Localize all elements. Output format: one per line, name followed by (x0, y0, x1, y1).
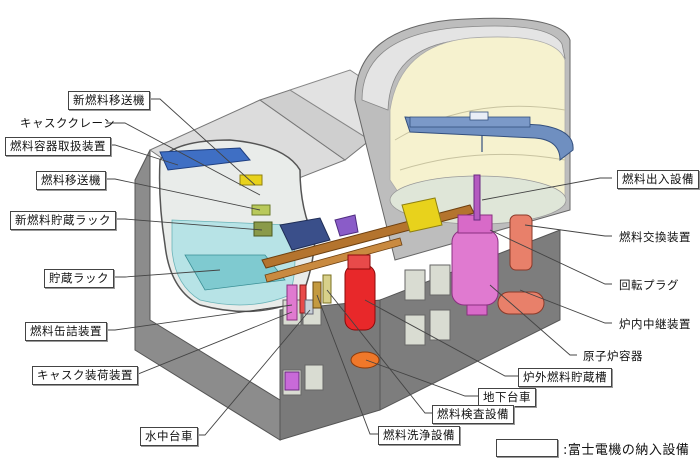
label-fuel-in-out-facility: 燃料出入設備 (617, 170, 699, 189)
leader-line (524, 224, 612, 237)
reactor-vessel-graphic (451, 229, 499, 306)
label-fuel-canning-device: 燃料缶詰装置 (25, 322, 107, 341)
reactor-vessel-bottom (466, 304, 488, 316)
dome-ring-line (399, 153, 566, 171)
fuel-inspection-device-graphic (322, 274, 332, 304)
label-cask-loading-device: キャスク装荷装置 (32, 366, 138, 385)
building-right-base (379, 229, 561, 411)
leader-line (197, 309, 311, 436)
label-underwater-cart: 水中台車 (140, 427, 198, 446)
leader-line (102, 304, 293, 331)
new-fuel-transfer-device (239, 174, 263, 186)
label-in-vessel-transfer-device: 炉内中継装置 (619, 317, 691, 331)
containment-shell-rim (361, 25, 566, 111)
cell (429, 264, 451, 296)
legend-text: :富士電機の納入設備 (563, 443, 690, 458)
cell (429, 309, 451, 341)
tank-top-columns (347, 254, 371, 270)
fuel-transfer-machine-graphic (279, 217, 331, 251)
fuel-in-out-device (401, 197, 443, 233)
label-cask-crane: キャスククレーン (20, 116, 115, 130)
transfer-rail-front (264, 237, 403, 283)
label-fuel-inspection-facility: 燃料検査設備 (432, 405, 514, 424)
leader-line (519, 289, 612, 324)
leader-line (316, 294, 378, 435)
label-storage-rack: 貯蔵ラック (44, 269, 114, 288)
leader-line (365, 359, 478, 397)
polar-crane (404, 116, 574, 162)
ex-vessel-fuel-storage-tank-graphic (344, 264, 376, 331)
fuel-exchange-device-graphic (509, 214, 533, 271)
fuel-transfer-device (251, 204, 271, 216)
label-fuel-exchange-device: 燃料交換装置 (619, 230, 691, 244)
cell (404, 314, 426, 346)
label-fuel-washing-facility: 燃料洗浄設備 (378, 426, 460, 445)
leader-line (326, 289, 432, 414)
label-ex-vessel-fuel-storage-tank: 炉外燃料貯蔵槽 (518, 368, 612, 387)
red-column-device (299, 284, 307, 314)
legend-swatch-box (496, 439, 558, 457)
leader-line (106, 122, 261, 196)
in-vessel-transfer-device-graphic (497, 291, 545, 315)
underground-orange-tank (350, 351, 380, 369)
leader-line (489, 284, 577, 356)
purple-manipulator (334, 214, 359, 237)
label-rotating-plug: 回転プラグ (619, 278, 679, 292)
cell (304, 364, 324, 391)
underwater-cart-graphic (304, 299, 314, 315)
leader-line (489, 229, 612, 285)
leader-lines (102, 98, 612, 436)
leader-line (150, 98, 256, 186)
polar-crane-trolley (469, 111, 489, 121)
storage-rack-graphic (184, 254, 286, 291)
label-fuel-transfer-machine: 燃料移送機 (36, 171, 106, 190)
reactor-vessel-riser (473, 174, 481, 221)
fuel-canning-device-graphic (286, 284, 298, 321)
cask-loading-device-graphic (284, 371, 300, 391)
label-fuel-container-handling-device: 燃料容器取扱装置 (5, 137, 111, 156)
leader-line (102, 178, 261, 211)
new-fuel-rack-device (253, 221, 273, 237)
label-reactor-vessel: 原子炉容器 (583, 349, 643, 363)
label-new-fuel-transfer-machine: 新燃料移送機 (68, 91, 150, 110)
leader-line (481, 177, 612, 201)
cell (404, 269, 426, 301)
label-new-fuel-storage-rack: 新燃料貯蔵ラック (10, 211, 116, 230)
leader-line (364, 299, 518, 377)
